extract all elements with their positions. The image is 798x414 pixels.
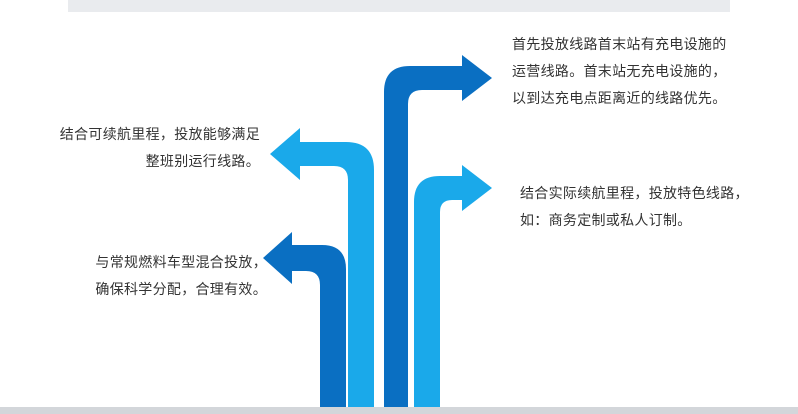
text-line: 结合可续航里程，投放能够满足 (59, 127, 260, 143)
arrow-left-upper (270, 128, 374, 412)
text-line: 如：商务定制或私人订制。 (520, 213, 692, 229)
text-block-mid-right: 结合实际续航里程，投放特色线路， 如：商务定制或私人订制。 (520, 181, 749, 235)
text-block-mid-left: 结合可续航里程，投放能够满足 整班别运行线路。 (60, 122, 260, 176)
top-band (68, 0, 730, 12)
text-line: 与常规燃料车型混合投放， (95, 255, 267, 271)
text-line: 确保科学分配，合理有效。 (95, 282, 267, 298)
bottom-band (0, 407, 798, 414)
text-line: 结合实际续航里程，投放特色线路， (520, 186, 749, 202)
text-line: 整班别运行线路。 (145, 154, 260, 170)
text-block-top-right: 首先投放线路首末站有充电设施的 运营线路。首末站无充电设施的， 以到达充电点距离… (512, 32, 727, 113)
text-block-bottom-left: 与常规燃料车型混合投放， 确保科学分配，合理有效。 (95, 250, 267, 304)
text-line: 以到达充电点距离近的线路优先。 (512, 91, 727, 107)
arrow-left-lower (263, 232, 346, 412)
text-line: 运营线路。首末站无充电设施的， (512, 64, 727, 80)
arrow-right-upper (384, 55, 492, 412)
text-line: 首先投放线路首末站有充电设施的 (512, 37, 727, 53)
arrow-right-lower (414, 165, 492, 412)
